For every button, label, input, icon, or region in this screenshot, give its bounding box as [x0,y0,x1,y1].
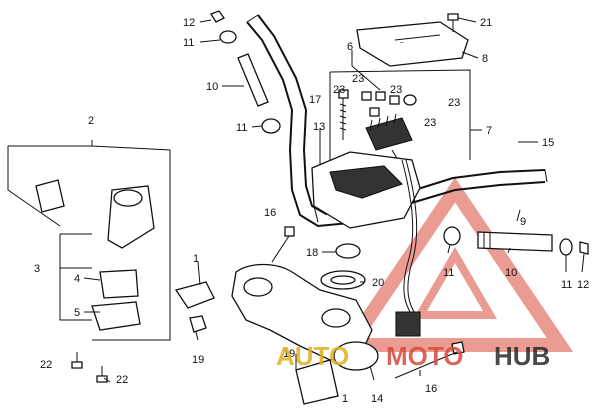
callout-21: 21 [480,17,492,29]
nut-18-part [335,243,361,259]
key-switch-assembly [7,140,171,341]
top-bridge-part [174,263,379,405]
bolt-16-bottom-part [394,341,465,379]
bolt-17-part [338,89,349,140]
callout-20: 20 [372,277,384,289]
bar-end-right-assembly [443,226,589,256]
bolt-16-left-part [271,226,295,263]
svg-text:~: ~ [399,40,404,47]
leader-lines [60,17,585,399]
callout-16-left: 16 [264,207,276,219]
callout-10-left: 10 [206,81,218,93]
callout-23-b: 23 [333,84,345,96]
callout-12-top: 12 [183,17,195,29]
callout-22-right: 22 [116,374,128,386]
callout-2: 2 [88,115,94,127]
callout-23-d: 23 [448,97,460,109]
callout-5: 5 [74,307,80,319]
callout-16-bottom: 16 [425,383,437,395]
callout-23-a: 23 [352,73,364,85]
bolt-21-part [447,13,459,32]
callout-11-mid: 11 [236,122,247,134]
meter-housing-part [311,151,421,229]
watermark-logo: AUTO MOTO HUB [276,341,550,371]
callout-4: 4 [74,273,80,285]
callout-15: 15 [542,137,554,149]
screw-22-parts [71,352,108,383]
callout-labels: 12 11 10 11 21 8 6 23 23 23 23 23 17 13 … [34,17,589,405]
callout-7: 8 [482,53,488,65]
callout-9: 9 [520,216,526,228]
callout-22-left: 22 [40,359,52,371]
callout-23-e: 23 [424,117,436,129]
callout-1-bottom: 1 [342,393,348,405]
callout-23-c: 23 [390,84,402,96]
callout-11-top: 11 [183,37,194,49]
watermark-moto: MOTO [386,341,464,371]
callout-12-right: 12 [577,279,589,291]
wiring-harness [395,159,421,337]
nut-19-part [189,315,207,333]
handlebar-pipe [246,14,548,228]
callout-14: 14 [371,393,383,405]
callout-11-right-a: 11 [443,267,454,279]
callout-13: 13 [313,121,325,133]
washer-20-part [320,270,366,290]
callout-8: 6 [347,41,353,53]
callout-18: 18 [306,247,318,259]
callout-19-left: 19 [192,354,204,366]
callout-1-left: 1 [193,253,199,265]
bar-end-left-assembly [210,10,281,134]
callout-19-bottom: 19 [283,348,295,360]
watermark-hub: HUB [494,341,550,371]
callout-10-right: 10 [505,267,517,279]
callout-6: 7 [486,125,492,137]
callout-11-right-b: 11 [561,279,572,291]
watermark-auto: AUTO [276,341,349,371]
top-cover-part: ~ [356,21,469,67]
callout-17: 17 [309,94,321,106]
callout-3: 3 [34,263,40,275]
